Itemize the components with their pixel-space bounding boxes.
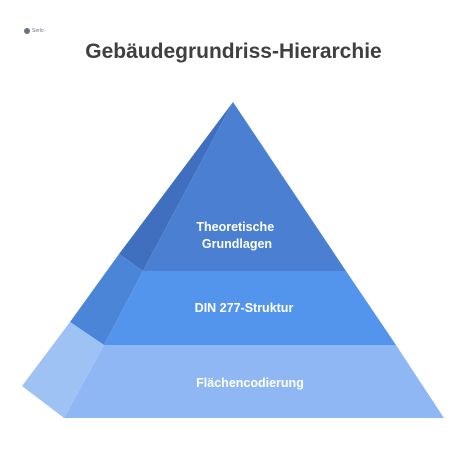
pyramid-layer-bottom-face: [64, 345, 444, 418]
pyramid-layer-bottom: Flächencodierung: [22, 322, 444, 418]
logo-icon: [24, 28, 30, 34]
pyramid-layer-middle-label-line-1: DIN 277-Struktur: [195, 301, 294, 315]
logo: Serlo: [24, 28, 44, 34]
pyramid-layer-top: Theoretische Grundlagen: [119, 102, 346, 271]
pyramid-layer-bottom-label: Flächencodierung: [196, 376, 304, 390]
pyramid-layer-top-label-line-1: Theoretische: [196, 220, 274, 234]
pyramid-layer-middle: DIN 277-Struktur: [70, 254, 396, 345]
pyramid-layer-bottom-label-line-1: Flächencodierung: [196, 376, 304, 390]
pyramid-layer-middle-side: [70, 254, 143, 345]
pyramid-layer-top-face: [143, 102, 346, 271]
pyramid-layer-middle-face: [104, 271, 396, 345]
pyramid-layer-top-label-line-2: Grundlagen: [202, 237, 272, 251]
logo-text: Serlo: [32, 27, 44, 34]
pyramid-layer-top-side: [119, 102, 233, 271]
pyramid-layer-top-label: Theoretische Grundlagen: [196, 220, 277, 251]
page-title: Gebäudegrundriss-Hierarchie: [85, 40, 382, 63]
pyramid-layer-bottom-side: [22, 322, 104, 418]
pyramid-layer-middle-label: DIN 277-Struktur: [195, 301, 294, 315]
